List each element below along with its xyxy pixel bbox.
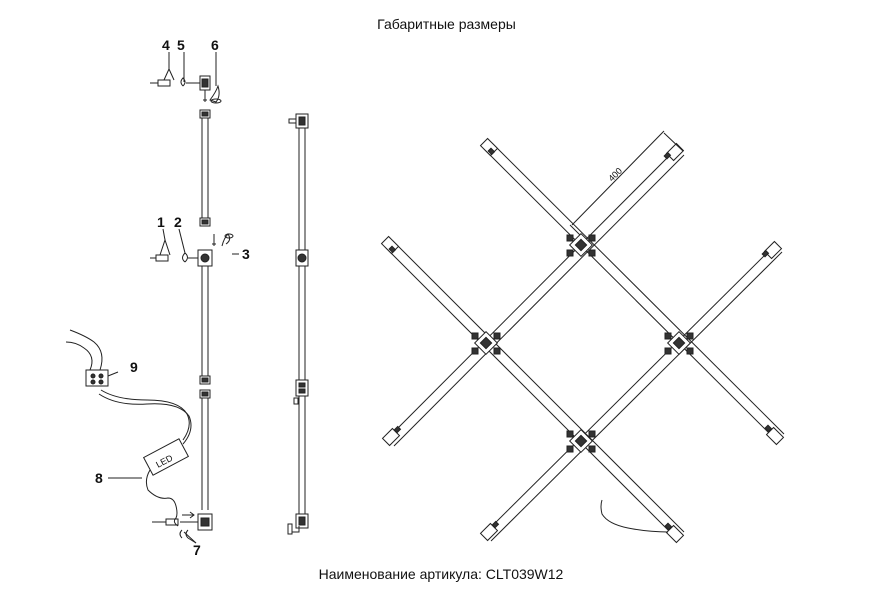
callout-9: 9: [130, 359, 138, 375]
bottom-mount-parts: [152, 511, 213, 539]
lattice-front-view: [380, 130, 785, 544]
callout-leaders: [107, 52, 239, 544]
led-driver: [98, 389, 192, 527]
callout-5: 5: [177, 37, 185, 53]
power-cable: [600, 499, 669, 533]
callout-4: 4: [162, 37, 170, 53]
callout-1: 1: [157, 214, 165, 230]
middle-joint-parts: [150, 233, 234, 267]
upper-rod: [199, 118, 211, 227]
callout-3: 3: [242, 246, 250, 262]
assembled-side-view: [287, 113, 309, 535]
exploded-assembly: [65, 52, 239, 544]
callout-7: 7: [193, 542, 201, 558]
junction-box: [65, 329, 109, 387]
top-mount-parts: [150, 67, 222, 119]
dimension-label: 400: [606, 166, 624, 184]
callout-8: 8: [95, 470, 103, 486]
callout-6: 6: [211, 37, 219, 53]
lattice-connectors: [471, 232, 694, 454]
dimension-400: [569, 130, 684, 236]
callout-2: 2: [174, 214, 182, 230]
lattice-end-caps: [380, 137, 785, 544]
lower-rod: [199, 266, 211, 510]
lattice-bars: [384, 142, 785, 542]
page-title: Габаритные размеры: [377, 16, 516, 32]
article-name: Наименование артикула: CLT039W12: [318, 566, 564, 582]
